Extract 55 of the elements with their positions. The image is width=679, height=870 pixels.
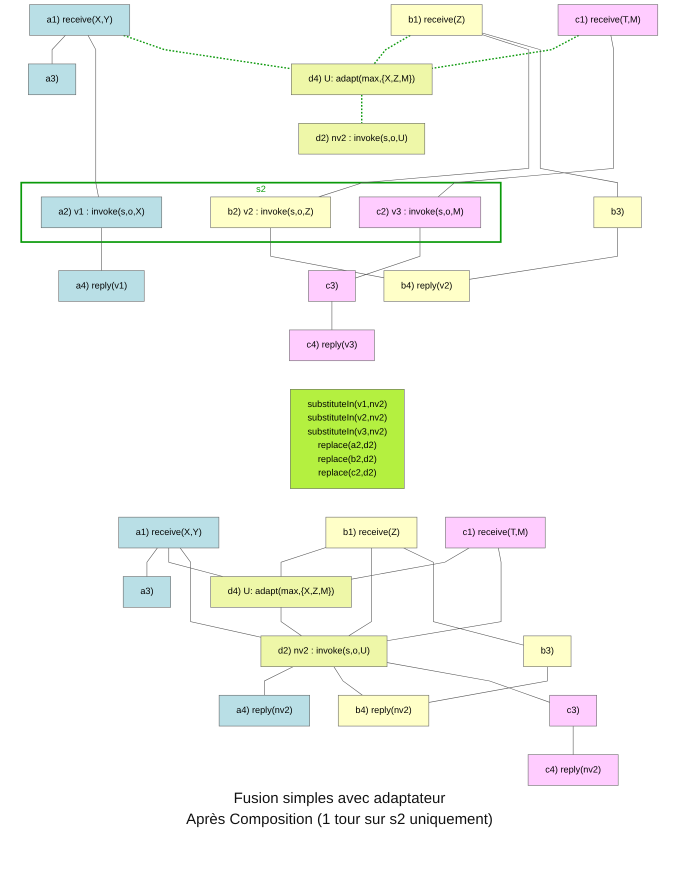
connector — [438, 35, 614, 198]
connector — [361, 94, 362, 124]
node-box: c4) reply(nv2) — [528, 754, 618, 786]
connector — [146, 548, 158, 577]
connector — [280, 607, 302, 636]
connector — [270, 227, 384, 278]
connector — [482, 32, 618, 198]
node-box: a2) v1 : invoke(s,o,X) — [40, 196, 162, 228]
connector — [123, 34, 292, 70]
node-box: d4) U: adapt(max,{X,Z,M}) — [291, 64, 432, 96]
connector — [374, 34, 411, 64]
node-box: c1) receive(T,M) — [558, 4, 658, 36]
connector — [348, 548, 372, 636]
connector — [351, 548, 470, 580]
caption-text: Fusion simples avec adaptateur — [234, 790, 446, 807]
node-box: d2) nv2 : invoke(s,o,U) — [298, 123, 426, 154]
connector — [469, 227, 618, 280]
node-box: b3) — [594, 196, 642, 228]
connector — [403, 548, 524, 646]
node-box: a4) reply(v1) — [58, 270, 145, 302]
node-box: c2) v3 : invoke(s,o,M) — [358, 196, 482, 228]
connector — [168, 548, 224, 577]
node-box: d4) U: adapt(max,{X,Z,M}) — [210, 576, 352, 608]
connector — [280, 547, 326, 577]
node-box: b2) v2 : invoke(s,o,Z) — [210, 196, 331, 228]
connector — [318, 34, 530, 198]
node-box: a4) reply(nv2) — [218, 694, 310, 726]
node-box: b1) receive(Z) — [326, 516, 418, 548]
connector — [88, 35, 99, 198]
connector — [432, 34, 580, 70]
node-box: a1) receive(X,Y) — [29, 4, 130, 36]
node-box: a3) — [122, 576, 171, 608]
connector — [386, 548, 502, 641]
node-box: a3) — [28, 64, 76, 96]
node-box: b1) receive(Z) — [390, 4, 482, 36]
node-box: c1) receive(T,M) — [445, 516, 546, 548]
connector — [180, 548, 262, 638]
node-box: c3) — [308, 270, 356, 302]
node-box: b4) reply(v2) — [384, 270, 470, 302]
node-box: d2) nv2 : invoke(s,o,U) — [260, 636, 388, 667]
node-box: c3) — [549, 694, 597, 726]
node-box: b3) — [523, 636, 572, 667]
connector — [101, 227, 102, 271]
connector — [52, 35, 66, 64]
connector — [334, 666, 363, 696]
connector — [428, 666, 548, 703]
connector — [355, 227, 420, 278]
caption-text: Après Composition (1 tour sur s2 uniquement) — [186, 811, 493, 828]
node-box: c4) reply(v3) — [289, 330, 375, 362]
node-box: substituteIn(v1,nv2) substituteIn(v2,nv2) substituteIn(v3,nv2) replace(a2,d2) replace(b2,d2) replace(c2,d2) — [290, 389, 405, 489]
connector — [386, 662, 550, 703]
connector — [572, 726, 574, 755]
node-box: b4) reply(nv2) — [338, 694, 430, 726]
connector — [264, 666, 294, 696]
node-box: a1) receive(X,Y) — [118, 516, 220, 548]
